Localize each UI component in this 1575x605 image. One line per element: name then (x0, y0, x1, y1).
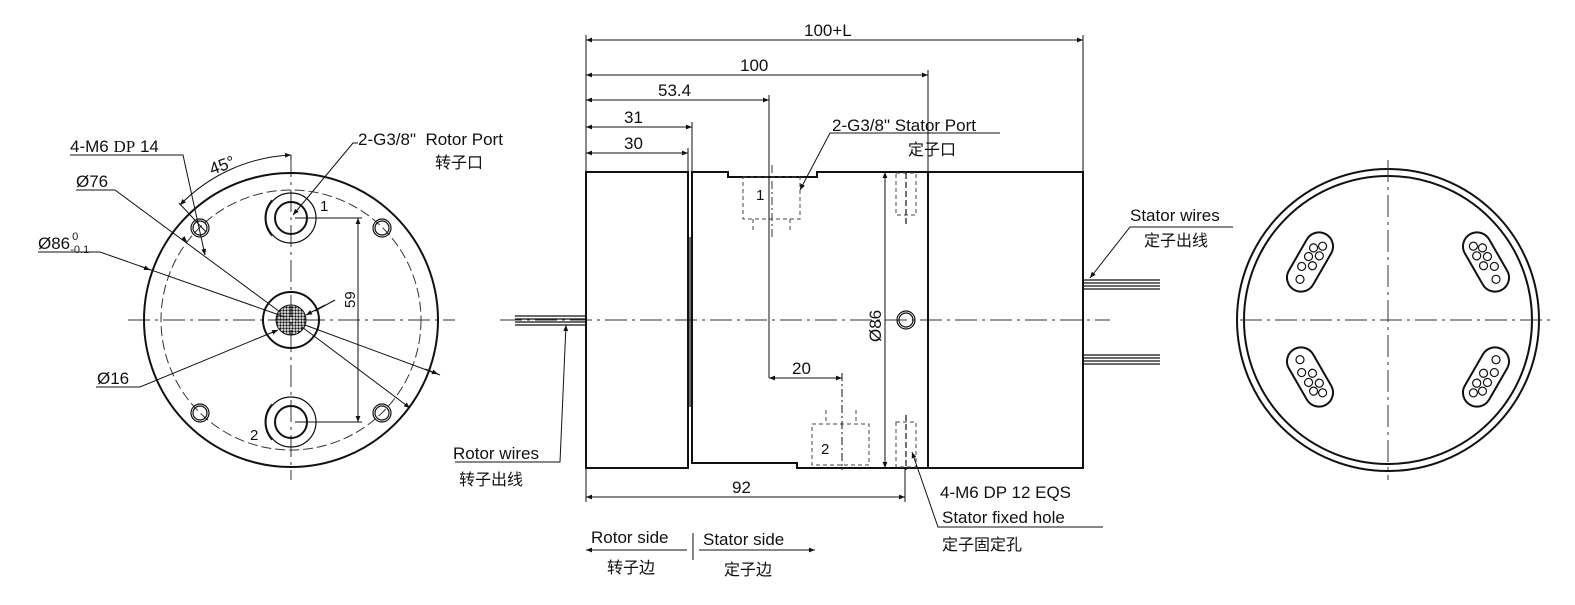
rotor-side-cn: 转子边 (607, 559, 655, 577)
dim-30: 30 (624, 134, 643, 153)
rotor-wires (515, 315, 586, 326)
rotor-wires-cn: 转子出线 (459, 471, 523, 489)
wire-bundle (275, 304, 307, 336)
stator-wires-cn: 定子出线 (1144, 232, 1208, 250)
fixed-hole-spec: 4-M6 DP 12 EQS (940, 483, 1071, 502)
wire-slot-br (1462, 346, 1510, 408)
bolt-holes (190, 218, 392, 423)
stator-port-cn: 定子口 (908, 141, 956, 159)
stator-port-label: 2-G3/8" Stator Port (832, 116, 976, 135)
stator-fixed-holes (895, 172, 917, 470)
wire-slot-tl (1286, 231, 1334, 293)
dim-92: 92 (732, 478, 751, 497)
fixed-hole-label: Stator fixed hole (942, 508, 1065, 527)
port-2-number: 2 (250, 427, 258, 444)
rotor-port-cn: 转子口 (435, 154, 483, 172)
rotor-side-label: Rotor side (591, 528, 668, 547)
dim-100: 100 (740, 56, 768, 75)
dim-53-4: 53.4 (658, 81, 691, 100)
pcd-label: Ø76 (76, 172, 108, 191)
bolt-holes-label: 4-M6 DP 14 (70, 137, 159, 156)
stator-port-2-number: 2 (821, 441, 829, 458)
outer-circle (143, 172, 439, 468)
port-1-number: 1 (320, 198, 328, 215)
rotor-wires-label: Rotor wires (453, 444, 539, 463)
stator-port-1-number: 1 (756, 187, 764, 204)
stator-side-cn: 定子边 (724, 561, 772, 579)
bore-label: Ø16 (97, 369, 129, 388)
fixed-hole-cn: 定子固定孔 (942, 536, 1022, 554)
dim-31: 31 (624, 108, 643, 127)
wire-slot-tr (1462, 231, 1510, 293)
dim-20: 20 (792, 359, 811, 378)
stator-wires (1083, 279, 1160, 365)
dim-dia: Ø86 (866, 310, 885, 342)
port-spacing-dim: 59 (342, 291, 359, 308)
bore-circle (262, 291, 320, 349)
rotor-port-label: 2-G3/8" Rotor Port (358, 130, 503, 149)
stator-side-label: Stator side (703, 530, 784, 549)
wire-slot-bl (1286, 346, 1334, 408)
dim-total: 100+L (804, 21, 852, 40)
stator-wires-label: Stator wires (1130, 206, 1220, 225)
rotor-body (585, 171, 689, 469)
pcd-circle (160, 189, 422, 451)
rear-view (1236, 160, 1550, 480)
angle-dim: 45° (207, 152, 238, 179)
side-view: 1 2 100+L 100 53.4 31 30 92 (453, 21, 1233, 579)
